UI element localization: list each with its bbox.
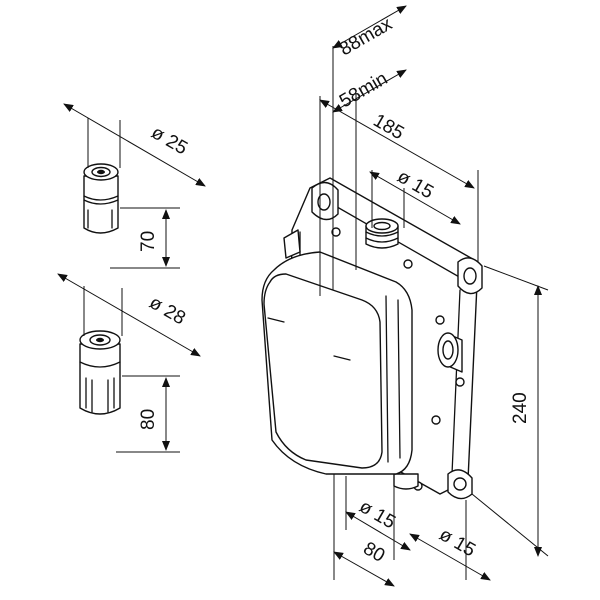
front-cover-plate	[263, 273, 383, 469]
width-label: 185	[370, 110, 408, 144]
extension-piece-25: ø 25 70	[63, 103, 206, 269]
depth-max-label: 88max	[336, 13, 396, 60]
bottom-right-outlet-dimension: ø 15	[409, 500, 491, 581]
extension-28-diameter-label: ø 28	[146, 292, 189, 329]
cover-slot-right	[333, 355, 351, 361]
top-inlet-connector	[365, 218, 399, 249]
bottom-outlet-connector	[393, 473, 419, 490]
right-outlet-connector	[437, 332, 463, 373]
extension-25-length-dimension: 70	[110, 207, 180, 269]
depth-min-label: 58min	[336, 68, 391, 112]
extension-28-body	[79, 330, 121, 415]
extension-25-length-label: 70	[138, 231, 159, 252]
extension-28-length-dimension: 80	[116, 375, 180, 453]
bottom-depth-dimension: 80	[333, 538, 395, 587]
extension-25-body	[83, 163, 119, 234]
concealed-body-assembly	[261, 177, 483, 500]
height-dimension: 240	[471, 265, 549, 557]
bottom-outlet-label: ø 15	[356, 496, 399, 533]
extension-28-length-label: 80	[138, 409, 159, 430]
height-label: 240	[510, 392, 531, 424]
extension-25-diameter-label: ø 25	[148, 122, 191, 159]
extension-piece-28: ø 28 80	[57, 273, 201, 453]
bottom-outlet-dimension: ø 15	[333, 474, 411, 580]
bottom-right-outlet-label: ø 15	[436, 524, 479, 561]
cover-slot-left	[267, 317, 285, 323]
extension-28-diameter-dimension: ø 28	[57, 273, 201, 357]
bottom-depth-label: 80	[360, 538, 389, 567]
